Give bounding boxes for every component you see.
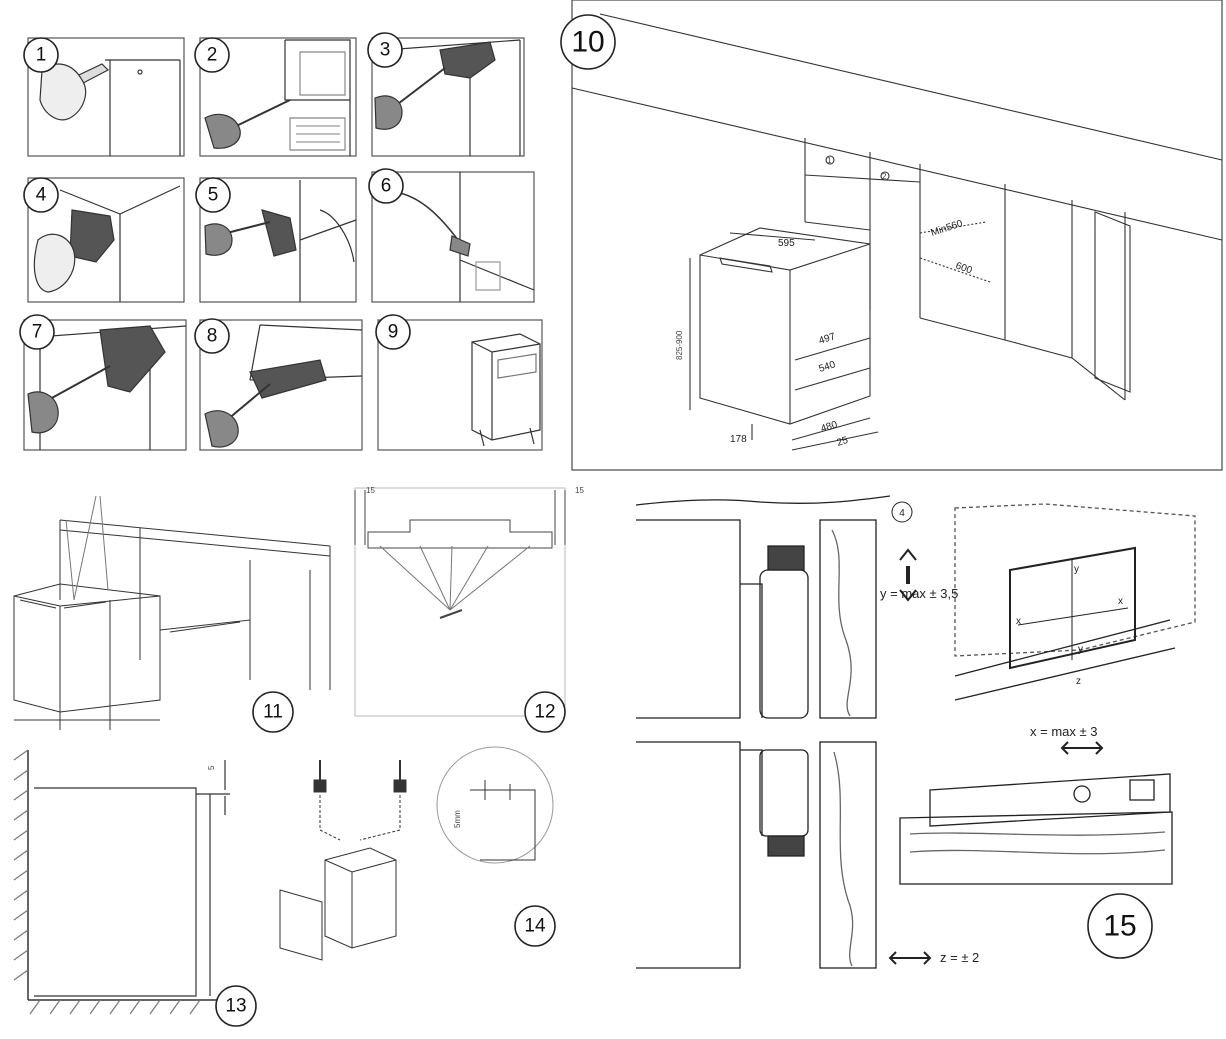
step-number-2: 2 (207, 45, 218, 66)
panel-step-3 (371, 37, 525, 157)
step-number-11: 11 (263, 702, 283, 723)
panel-step-6 (371, 171, 535, 303)
dim-min-niche: Min560 (930, 218, 965, 239)
x-adjust-label: x = max ± 3 (1030, 724, 1097, 739)
step-number-10: 10 (571, 26, 604, 59)
panel-step-5 (199, 177, 357, 303)
x-axis-right: x (1118, 596, 1123, 607)
panel-step-8 (199, 319, 363, 451)
panel-step-2 (199, 37, 357, 157)
panel-step-7 (23, 319, 187, 451)
dim-height-range: 825-900 (675, 330, 684, 360)
gap-5mm: 5mm (453, 810, 462, 828)
gap-left-15: 15 (366, 486, 375, 495)
step-number-8: 8 (207, 326, 218, 347)
panel-step-11 (13, 495, 331, 730)
dim-width-595: 595 (778, 238, 795, 249)
dim-497: 497 (818, 331, 838, 347)
panel-step-1 (27, 37, 185, 157)
dim-25: 25 (836, 435, 850, 449)
panel-step-13 (13, 749, 230, 1015)
step-badges (19, 14, 1153, 1027)
step-number-15: 15 (1103, 910, 1136, 943)
panel-step-9 (377, 319, 543, 451)
z-axis: z (1076, 676, 1081, 687)
step-number-6: 6 (381, 176, 392, 197)
gap-right-15: 15 (575, 486, 584, 495)
step-number-5: 5 (208, 185, 219, 206)
dim-540: 540 (818, 359, 838, 375)
step-number-7: 7 (32, 322, 43, 343)
step-number-3: 3 (380, 40, 391, 61)
x-axis-left: x (1016, 616, 1021, 627)
circle-ref-1: 1 (827, 156, 832, 165)
y-axis-top: y (1074, 564, 1079, 575)
step-number-4: 4 (36, 185, 47, 206)
panel-step-10 (571, 0, 1223, 471)
gap-5: 5 (207, 765, 216, 770)
step-number-13: 13 (225, 996, 246, 1017)
circle-ref-2: 2 (882, 172, 887, 181)
dim-depth-600: 600 (954, 260, 974, 276)
callout-4: 4 (899, 508, 905, 519)
step-number-14: 14 (524, 916, 546, 937)
panel-step-4 (27, 177, 185, 303)
y-axis-bottom: y (1078, 644, 1083, 655)
step-number-9: 9 (388, 322, 399, 343)
y-adjust-label: y = max ± 3,5 (880, 586, 958, 601)
panel-step-12 (354, 487, 566, 717)
dim-178: 178 (730, 434, 747, 445)
dim-480: 480 (820, 419, 840, 435)
step-number-1: 1 (36, 45, 47, 66)
panel-step-15 (635, 495, 1196, 969)
step-number-12: 12 (534, 702, 555, 723)
panel-step-14 (279, 746, 554, 961)
z-adjust-label: z = ± 2 (940, 950, 979, 965)
